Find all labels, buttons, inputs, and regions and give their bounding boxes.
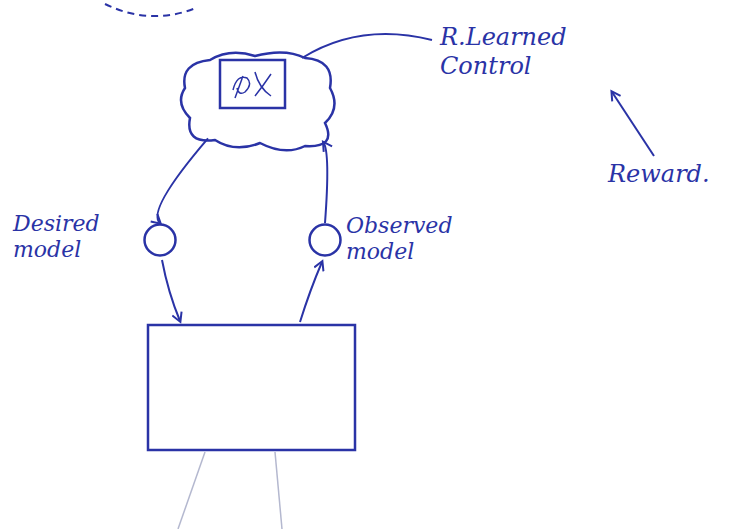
- node-label: Desired model: [13, 211, 125, 264]
- flow-arrow: [157, 138, 208, 223]
- cloud-outline: [175, 48, 340, 153]
- cloud-outline: [181, 52, 334, 150]
- stand-leg: [178, 452, 205, 529]
- circle-outline: [308, 223, 342, 257]
- output-arrow: [300, 262, 322, 322]
- reward-arrow: [612, 92, 654, 156]
- node-label: R.Learned Control: [440, 23, 580, 81]
- circle-outline: [143, 223, 177, 257]
- node-label: Observed model: [346, 213, 474, 266]
- controller-box: [220, 60, 285, 108]
- input-arrow: [162, 260, 180, 321]
- circle-outline: [310, 225, 341, 256]
- leader-line: [302, 34, 432, 58]
- flow-arrow: [324, 143, 328, 224]
- model-circle: Desired model: [143, 223, 177, 257]
- stand-leg: [275, 452, 282, 529]
- plant-box: [148, 325, 355, 450]
- circle-outline: [145, 225, 176, 256]
- dashed-arc: [105, 4, 196, 16]
- note-label: Reward.: [608, 160, 710, 189]
- model-circle: Observed model: [308, 223, 342, 257]
- controller-scribble: [233, 72, 271, 98]
- control-cloud: R.Learned Control: [175, 48, 340, 153]
